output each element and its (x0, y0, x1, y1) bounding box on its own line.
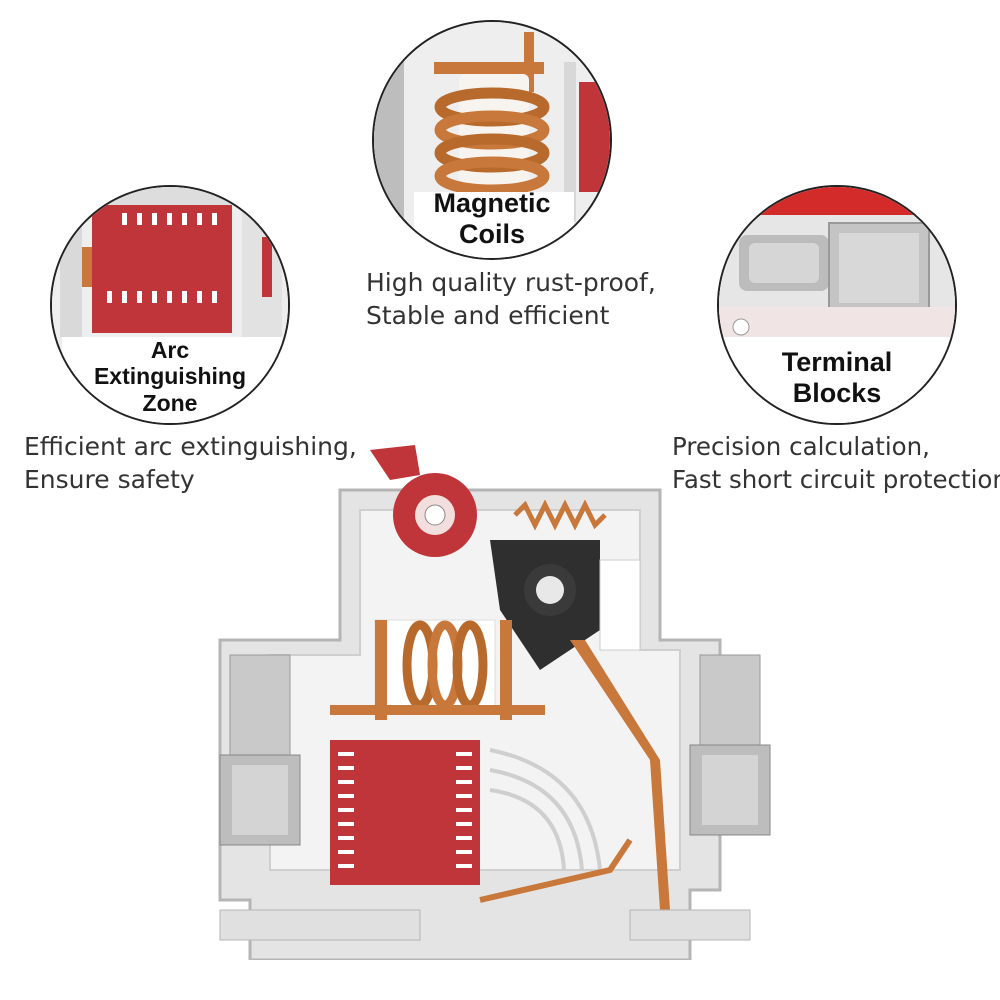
terminal-blocks-desc-line1: Precision calculation, (672, 432, 930, 461)
circuit-breaker-icon (218, 445, 771, 962)
arc-zone-desc-line1: Efficient arc extinguishing, (24, 432, 357, 461)
terminal-blocks-title-line1: Terminal (781, 347, 893, 377)
magnetic-coil-image: Magnetic Coils (372, 20, 612, 260)
arc-chute-icon (52, 187, 288, 423)
terminal-blocks-description: Precision calculation, Fast short circui… (672, 430, 1000, 496)
arc-chute-image: Arc Extinguishing Zone (50, 185, 290, 425)
terminal-blocks-title-line2: Blocks (792, 378, 882, 409)
arc-zone-title-line3: Zone (142, 389, 198, 416)
magnetic-coils-description: High quality rust-proof, Stable and effi… (366, 266, 656, 332)
arc-zone-description: Efficient arc extinguishing, Ensure safe… (24, 430, 357, 496)
arc-zone-title-line2: Extinguishing (93, 363, 247, 390)
magnetic-coils-desc-line2: Stable and efficient (366, 301, 610, 330)
terminal-block-icon (719, 187, 955, 423)
magnetic-coils-desc-line1: High quality rust-proof, (366, 268, 656, 297)
terminal-blocks-desc-line2: Fast short circuit protection (672, 465, 1000, 494)
circuit-breaker-cutaway-image (210, 440, 780, 962)
magnetic-coil-icon (374, 22, 610, 258)
magnetic-coils-title-line1: Magnetic (433, 188, 551, 218)
arc-zone-title-line1: Arc (150, 337, 190, 363)
magnetic-coils-title-line2: Coils (458, 219, 525, 250)
arc-zone-desc-line2: Ensure safety (24, 465, 195, 494)
terminal-block-image: Terminal Blocks (717, 185, 957, 425)
